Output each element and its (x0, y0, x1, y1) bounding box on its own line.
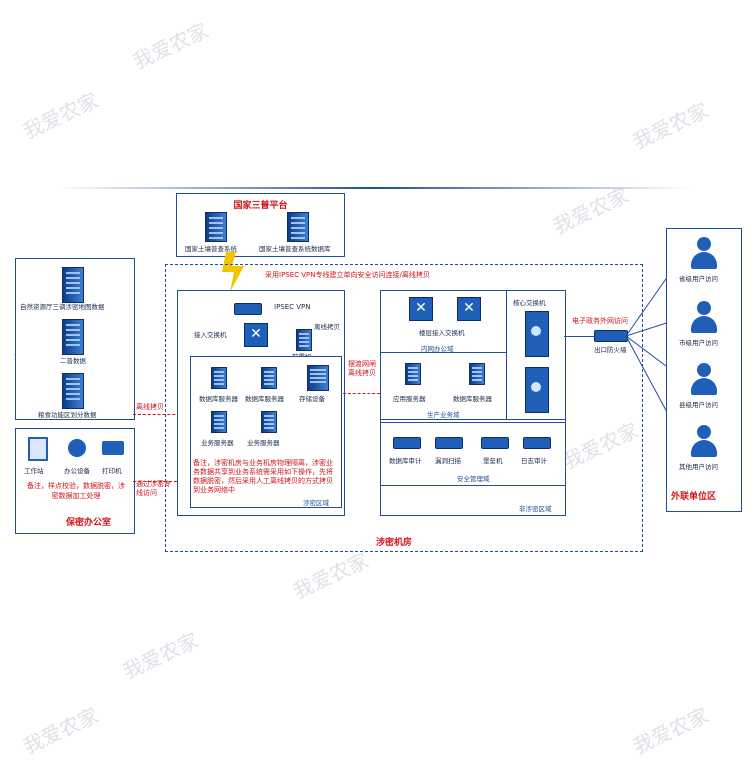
access-switch-label: 接入交换机 (194, 331, 227, 339)
printer-label: 打印机 (102, 467, 122, 475)
user-label: 省级用户访问 (679, 275, 718, 283)
printer-icon (102, 441, 124, 455)
workstation-label: 工作站 (24, 467, 44, 475)
biz-server-icon (261, 411, 277, 433)
offline-copy-link (133, 414, 190, 415)
db-server-icon (211, 367, 227, 389)
server-icon (287, 212, 309, 242)
biz-server-label: 业务服务器 (201, 439, 234, 447)
front-server-icon (296, 329, 312, 351)
user-label: 县级用户访问 (679, 401, 718, 409)
firewall-label: 出口防火墙 (594, 346, 627, 354)
core-switch-icon (525, 311, 549, 357)
user-label: 其他用户访问 (679, 463, 718, 471)
production-label: 生产业务域 (427, 411, 460, 419)
egov-label: 电子政务外网访问 (572, 317, 628, 325)
secret-line-link (133, 481, 177, 482)
national-system-label: 国家土壤普查系统 (185, 245, 237, 253)
secret-server-area: 数据库服务器 数据库服务器 存储设备 业务服务器 业务服务器 备注，涉密机房与业… (190, 356, 342, 508)
office-device-icon (68, 439, 86, 457)
server-icon (205, 212, 227, 242)
db-server-label: 数据库服务器 (245, 395, 284, 403)
non-secret-zone-label: 非涉密区域 (519, 505, 552, 513)
core-switch-icon (525, 367, 549, 413)
core-switch-area: 核心交换机 (506, 290, 566, 420)
db-audit-label: 数据库审计 (389, 457, 422, 465)
db-audit-icon (393, 437, 421, 449)
vuln-scan-icon (435, 437, 463, 449)
national-platform-box: 国家三普平台 国家土壤普查系统 国家土壤普查系统数据库 (176, 193, 345, 257)
security-domain: 数据库审计 漏洞扫描 堡垒机 日志审计 安全管理域 (380, 422, 566, 486)
core-switch-label: 核心交换机 (513, 299, 546, 307)
db-server-label: 数据库服务器 (453, 395, 492, 403)
national-platform-title: 国家三普平台 (233, 201, 288, 211)
external-zone-title: 外联单位区 (671, 492, 717, 502)
data-source-item: 自然资源厅三调涉密地图数据 (20, 303, 105, 311)
app-server-icon (405, 363, 421, 385)
data-source-item: 粮食功能区划分数据 (38, 411, 97, 419)
user-icon (691, 237, 717, 271)
offline-copy-node-label: 离线拷贝 (314, 323, 340, 331)
vpn-note: 采用IPSEC VPN专线建立单向安全访问连接/离线拷贝 (265, 271, 430, 279)
secret-office-note: 备注，样点校验，数据脱密，涉密数据加工处理 (27, 482, 125, 500)
db-server-label: 数据库服务器 (199, 395, 238, 403)
user-icon (691, 301, 717, 335)
floor-switch-label: 楼层接入交换机 (419, 329, 465, 337)
bastion-label: 堡垒机 (483, 457, 503, 465)
secret-line-label: 通过涉密专线访问 (136, 480, 171, 497)
vpn-label: IPSEC VPN (274, 303, 311, 311)
floor-switch-icon (409, 297, 433, 321)
lightning-icon (222, 252, 244, 292)
db-server-icon (469, 363, 485, 385)
egov-link (564, 336, 594, 337)
access-switch-icon (244, 323, 268, 347)
biz-server-icon (211, 411, 227, 433)
secret-office-title: 保密办公室 (66, 518, 112, 528)
secret-zone-note: 备注，涉密机房与业务机房物理隔离，涉密业务数据共享到业务系统需采用如下操作，先将… (193, 459, 333, 494)
server-icon (62, 267, 84, 303)
server-icon (62, 373, 84, 409)
security-label: 安全管理域 (457, 475, 490, 483)
server-icon (62, 319, 84, 355)
external-zone-box: 省级用户访问 市级用户访问 县级用户访问 其他用户访问 外联单位区 (666, 228, 742, 512)
top-rule (60, 187, 690, 189)
vuln-scan-label: 漏洞扫描 (435, 457, 461, 465)
data-source-item: 二普数据 (60, 357, 86, 365)
vpn-gateway-icon (234, 303, 262, 315)
storage-icon (307, 365, 329, 391)
floor-switch-icon (457, 297, 481, 321)
national-database-label: 国家土壤普查系统数据库 (259, 245, 331, 253)
secret-zone-label: 涉密区域 (303, 499, 329, 507)
data-source-panel: 自然资源厅三调涉密地图数据 二普数据 粮食功能区划分数据 (15, 258, 135, 420)
db-server-icon (261, 367, 277, 389)
intranet-domain: 楼层接入交换机 内网办公域 (380, 290, 508, 354)
offline-copy-label: 离线拷贝 (136, 403, 164, 411)
secret-machine-room: 涉密机房 (165, 264, 643, 552)
user-icon (691, 363, 717, 397)
secret-office-box: 工作站 办公设备 打印机 备注，样点校验，数据脱密，涉密数据加工处理 保密办公室 (15, 428, 135, 534)
ferry-label: 摆渡网闸离线拷贝 (348, 360, 376, 377)
biz-server-label: 业务服务器 (247, 439, 280, 447)
ferry-link (343, 393, 380, 394)
workstation-icon (28, 437, 48, 461)
app-server-label: 应用服务器 (393, 395, 426, 403)
log-audit-icon (523, 437, 551, 449)
storage-label: 存储设备 (299, 395, 325, 403)
office-device-label: 办公设备 (64, 467, 90, 475)
user-label: 市级用户访问 (679, 339, 718, 347)
machine-room-label: 涉密机房 (376, 538, 413, 548)
intranet-label: 内网办公域 (421, 345, 454, 353)
bastion-icon (481, 437, 509, 449)
user-icon (691, 425, 717, 459)
log-audit-label: 日志审计 (521, 457, 547, 465)
production-domain: 应用服务器 数据库服务器 生产业务域 (380, 352, 508, 420)
